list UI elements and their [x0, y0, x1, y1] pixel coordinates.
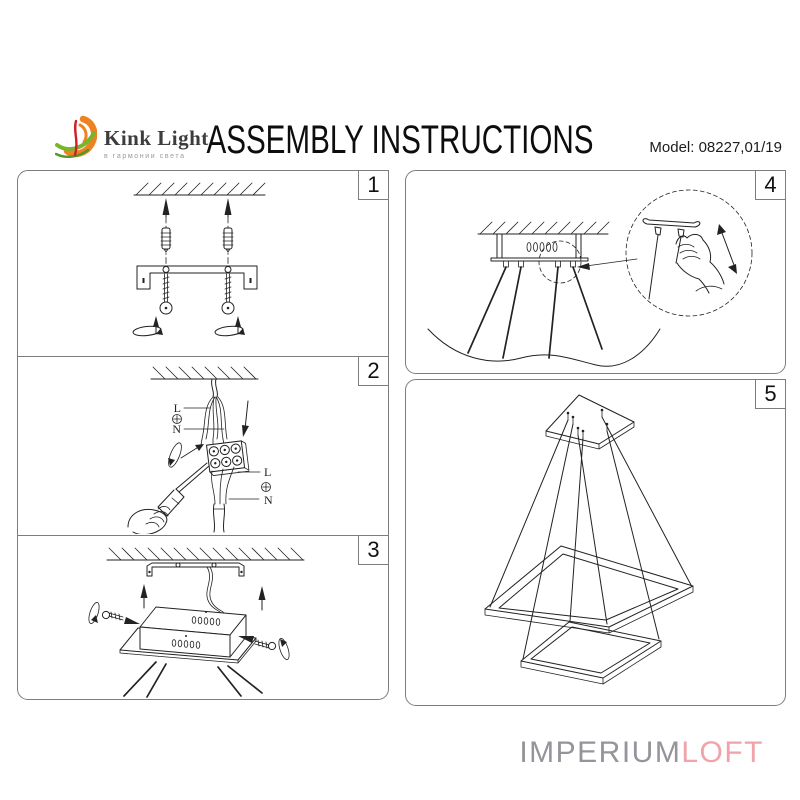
- terminal-block: [206, 440, 250, 476]
- step-3-drawing: [88, 547, 305, 698]
- canopy-side-view: [490, 233, 589, 268]
- page-title: ASSEMBLY INSTRUCTIONS: [206, 118, 594, 162]
- ground-symbol-bottom: [261, 482, 271, 492]
- outer-frame: [484, 545, 694, 634]
- step-5-drawing: [484, 394, 694, 685]
- screw-left: [159, 273, 173, 315]
- brand-name: Kink Light: [104, 126, 209, 150]
- step-1-panel: 1: [18, 170, 389, 356]
- step-4-drawing: [427, 189, 753, 367]
- step-5-panel: 5: [405, 379, 786, 706]
- model-number: Model: 08227,01/19: [649, 139, 782, 156]
- wire-label-neutral-bottom: N: [264, 493, 273, 507]
- step-1-drawing: [132, 182, 266, 337]
- kink-light-logo-icon: [55, 115, 97, 158]
- rotate-cue-left: [132, 316, 163, 337]
- wire-label-live-top: L: [174, 401, 181, 415]
- step-1-number: 1: [358, 170, 389, 200]
- step-2-panel: 2 L N: [18, 356, 389, 535]
- steps-column-left: 1: [17, 170, 389, 700]
- step-3-number: 3: [358, 535, 389, 565]
- mounted-bracket: [146, 562, 245, 577]
- rotate-cue-right: [214, 316, 245, 337]
- screwdriver: [157, 462, 210, 517]
- watermark-accent: LOFT: [681, 736, 764, 769]
- step-3-panel: 3: [18, 535, 389, 699]
- brand-tagline: в гармонии света: [104, 153, 186, 160]
- side-screw-left: [88, 602, 140, 624]
- wall-anchor-right: [222, 227, 234, 253]
- wall-anchor-left: [160, 227, 172, 253]
- watermark-primary: IMPERIUM: [519, 736, 682, 769]
- step-4-number: 4: [755, 170, 786, 200]
- step-2-number: 2: [358, 356, 389, 386]
- mounting-bracket: [136, 265, 258, 290]
- brand-logo: Kink Light в гармонии света: [55, 113, 209, 165]
- step-2-drawing: L N: [127, 366, 273, 534]
- hand: [127, 506, 171, 534]
- ceiling-canopy: [545, 394, 635, 450]
- imperiumloft-watermark: IMPERIUMLOFT: [519, 736, 764, 770]
- wire-label-neutral-top: N: [172, 422, 181, 436]
- step-4-panel: 4: [405, 170, 786, 374]
- magnified-detail: [625, 189, 753, 317]
- inner-frame: [520, 621, 662, 685]
- detail-highlight-circle: [538, 240, 582, 284]
- step-5-number: 5: [755, 379, 786, 409]
- ground-symbol-top: [172, 414, 182, 424]
- rotate-cue: [168, 442, 204, 468]
- wire-label-live-bottom: L: [264, 465, 271, 479]
- canopy-box: [139, 606, 247, 658]
- screw-right: [221, 273, 235, 315]
- side-screw-right: [238, 636, 290, 660]
